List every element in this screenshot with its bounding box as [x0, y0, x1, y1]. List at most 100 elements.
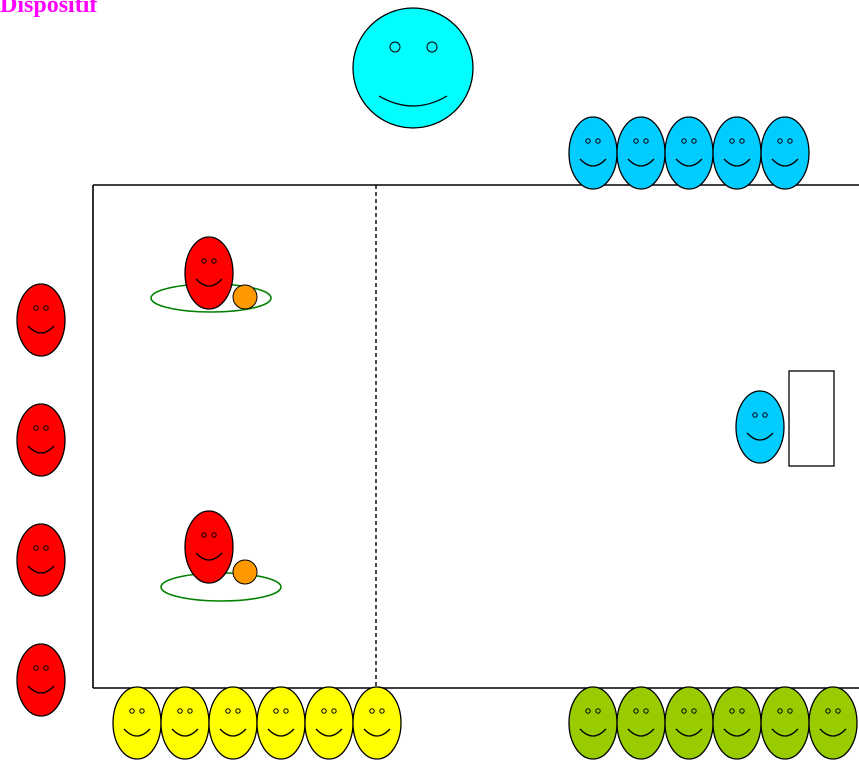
smiley-face-icon [569, 117, 617, 189]
eye-icon [682, 139, 686, 143]
blue-goalkeeper [736, 391, 784, 463]
eye-icon [740, 709, 744, 713]
eye-icon [34, 666, 38, 670]
eye-icon [140, 709, 144, 713]
smiley-face-icon [713, 687, 761, 759]
green-player [665, 687, 713, 759]
red-player [17, 284, 65, 356]
smiley-face-icon [257, 687, 305, 759]
eye-icon [202, 533, 206, 537]
smiley-face-icon [185, 511, 233, 583]
green-player [761, 687, 809, 759]
blue-player [761, 117, 809, 189]
eye-icon [836, 709, 840, 713]
eye-icon [634, 139, 638, 143]
smiley-face-icon [305, 687, 353, 759]
smiley-face-icon [17, 644, 65, 716]
eye-icon [284, 709, 288, 713]
eye-icon [586, 139, 590, 143]
green-player [569, 687, 617, 759]
smiley-face-icon [17, 524, 65, 596]
eye-icon [740, 139, 744, 143]
red-player-with-ball [185, 237, 233, 309]
eye-icon [188, 709, 192, 713]
smiley-face-icon [17, 404, 65, 476]
blue-player [713, 117, 761, 189]
smiley-face-icon [809, 687, 857, 759]
red-player [17, 644, 65, 716]
eye-icon [44, 306, 48, 310]
eye-icon [778, 709, 782, 713]
yellow-player [161, 687, 209, 759]
eye-icon [34, 306, 38, 310]
eye-icon [226, 709, 230, 713]
coach [353, 8, 473, 128]
eye-icon [236, 709, 240, 713]
eye-icon [44, 666, 48, 670]
smiley-face-icon [713, 117, 761, 189]
red-player-with-ball [185, 511, 233, 583]
red-player [17, 524, 65, 596]
yellow-player [305, 687, 353, 759]
eye-icon [788, 709, 792, 713]
eye-icon [682, 709, 686, 713]
eye-icon [44, 546, 48, 550]
eye-icon [274, 709, 278, 713]
eye-icon [178, 709, 182, 713]
eye-icon [34, 426, 38, 430]
eye-icon [380, 709, 384, 713]
yellow-team-waiting [113, 687, 401, 759]
smiley-face-icon [353, 687, 401, 759]
blue-team-waiting [569, 117, 809, 189]
smiley-face-icon [113, 687, 161, 759]
green-player [809, 687, 857, 759]
yellow-player [257, 687, 305, 759]
eye-icon [634, 709, 638, 713]
green-team-waiting [569, 687, 857, 759]
eye-icon [692, 709, 696, 713]
eye-icon [332, 709, 336, 713]
red-player [17, 404, 65, 476]
eye-icon [763, 413, 767, 417]
goal-icon [789, 371, 834, 466]
eye-icon [212, 259, 216, 263]
red-players-with-ball [185, 237, 233, 583]
eye-icon [202, 259, 206, 263]
eye-icon [44, 426, 48, 430]
eye-icon [730, 709, 734, 713]
smiley-face-icon [17, 284, 65, 356]
eye-icon [596, 709, 600, 713]
smiley-face-icon [617, 117, 665, 189]
eye-icon [322, 709, 326, 713]
smiley-face-icon [185, 237, 233, 309]
eye-icon [130, 709, 134, 713]
ball-icon [233, 560, 257, 584]
smiley-face-icon [209, 687, 257, 759]
blue-player [665, 117, 713, 189]
coach-face-icon [353, 8, 473, 128]
smiley-face-icon [761, 117, 809, 189]
eye-icon [692, 139, 696, 143]
eye-icon [586, 709, 590, 713]
coach-eye-right [427, 42, 437, 52]
eye-icon [788, 139, 792, 143]
eye-icon [826, 709, 830, 713]
blue-goalkeeper-player [736, 391, 784, 463]
yellow-player [209, 687, 257, 759]
eye-icon [778, 139, 782, 143]
blue-player [569, 117, 617, 189]
smiley-face-icon [617, 687, 665, 759]
eye-icon [644, 709, 648, 713]
ball-icon [233, 285, 257, 309]
eye-icon [34, 546, 38, 550]
smiley-face-icon [736, 391, 784, 463]
blue-player [617, 117, 665, 189]
red-team-waiting [17, 284, 65, 716]
green-player [713, 687, 761, 759]
balls [233, 285, 257, 584]
yellow-player [113, 687, 161, 759]
smiley-face-icon [569, 687, 617, 759]
eye-icon [644, 139, 648, 143]
smiley-face-icon [161, 687, 209, 759]
